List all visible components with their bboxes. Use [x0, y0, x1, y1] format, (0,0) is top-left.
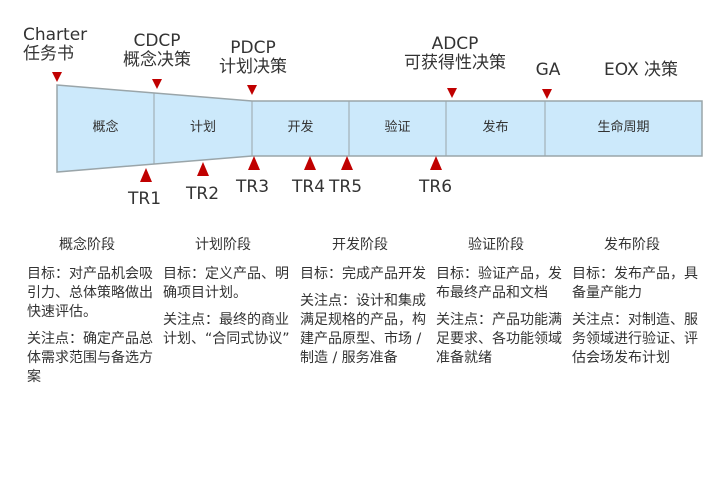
milestone-eox-code: EOX 决策: [603, 60, 679, 80]
milestone-cdcp-name: 概念决策: [123, 50, 191, 70]
milestone-marker-cdcp: [152, 79, 162, 89]
stage-focus: 关注点：对制造、服务领域进行验证、评估会场发布计划: [572, 312, 698, 366]
phase-label: 概念: [92, 119, 118, 135]
stage-title: 验证阶段: [468, 237, 524, 253]
milestone-cdcp: CDCP 概念决策: [112, 32, 202, 70]
tr1-label: TR1: [128, 189, 162, 209]
milestone-adcp-code: ADCP: [431, 34, 479, 54]
stage-develop: 开发阶段 目标：完成产品开发 关注点：设计和集成满足规格的产品，构建产品原型、市…: [300, 236, 428, 376]
tr5-label: TR5: [329, 177, 363, 197]
tr6-label: TR6: [419, 177, 453, 197]
phase-label: 开发: [287, 119, 313, 135]
milestone-pdcp-code: PDCP: [230, 38, 276, 58]
milestone-marker-ga: [542, 89, 552, 99]
tr4-label: TR4: [292, 177, 326, 197]
phase-label: 验证: [384, 119, 410, 135]
tr-marker-5: [341, 156, 353, 170]
tr2-label: TR2: [186, 184, 220, 204]
stage-verify: 验证阶段 目标：验证产品，发布最终产品和文档 关注点：产品功能满足要求、各功能领…: [436, 236, 564, 376]
tr-marker-4: [304, 156, 316, 170]
stage-concept: 概念阶段 目标：对产品机会吸引力、总体策略做出快速评估。 关注点：确定产品总体需…: [27, 236, 155, 395]
stage-focus: 关注点：最终的商业计划、“合同式协议”: [163, 312, 290, 347]
stage-goal: 目标：发布产品，具备量产能力: [572, 266, 698, 301]
milestone-charter: Charter 任务书: [23, 26, 87, 64]
tr-marker-1: [140, 168, 152, 182]
milestone-eox: EOX 决策: [596, 61, 686, 80]
tr-marker-3: [248, 156, 260, 170]
stage-focus: 关注点：确定产品总体需求范围与备选方案: [27, 331, 153, 385]
milestone-charter-name: 任务书: [23, 44, 74, 64]
stage-focus: 关注点：产品功能满足要求、各功能领域准备就绪: [436, 312, 562, 366]
stage-title: 计划阶段: [195, 237, 251, 253]
milestone-pdcp-name: 计划决策: [219, 57, 287, 77]
stage-release: 发布阶段 目标：发布产品，具备量产能力 关注点：对制造、服务领域进行验证、评估会…: [572, 236, 700, 376]
milestone-marker-charter: [52, 72, 62, 82]
milestone-marker-pdcp: [247, 85, 257, 95]
milestone-pdcp: PDCP 计划决策: [208, 39, 298, 77]
milestone-ga-code: GA: [535, 60, 561, 80]
phase-label: 计划: [190, 120, 216, 135]
stage-title: 开发阶段: [332, 237, 388, 253]
phase-label: 发布: [482, 119, 508, 135]
tr-marker-6: [430, 156, 442, 170]
stage-title: 概念阶段: [59, 237, 115, 253]
phase-label: 生命周期: [597, 119, 649, 135]
milestone-marker-adcp: [447, 88, 457, 98]
stage-goal: 目标：对产品机会吸引力、总体策略做出快速评估。: [27, 266, 153, 320]
milestone-adcp: ADCP 可获得性决策: [395, 35, 515, 73]
stage-focus: 关注点：设计和集成满足规格的产品，构建产品原型、市场 / 制造 / 服务准备: [300, 293, 426, 366]
tr-marker-2: [197, 162, 209, 176]
stage-goal: 目标：验证产品，发布最终产品和文档: [436, 266, 562, 301]
stage-plan: 计划阶段 目标：定义产品、明确项目计划。 关注点：最终的商业计划、“合同式协议”: [163, 236, 291, 357]
stage-goal: 目标：完成产品开发: [300, 266, 426, 282]
milestone-cdcp-code: CDCP: [133, 31, 181, 51]
milestone-charter-code: Charter: [23, 25, 88, 45]
milestone-adcp-name: 可获得性决策: [404, 53, 506, 73]
stage-title: 发布阶段: [604, 237, 660, 253]
tr3-label: TR3: [236, 177, 270, 197]
milestone-ga: GA: [528, 61, 568, 80]
stage-goal: 目标：定义产品、明确项目计划。: [163, 266, 289, 301]
